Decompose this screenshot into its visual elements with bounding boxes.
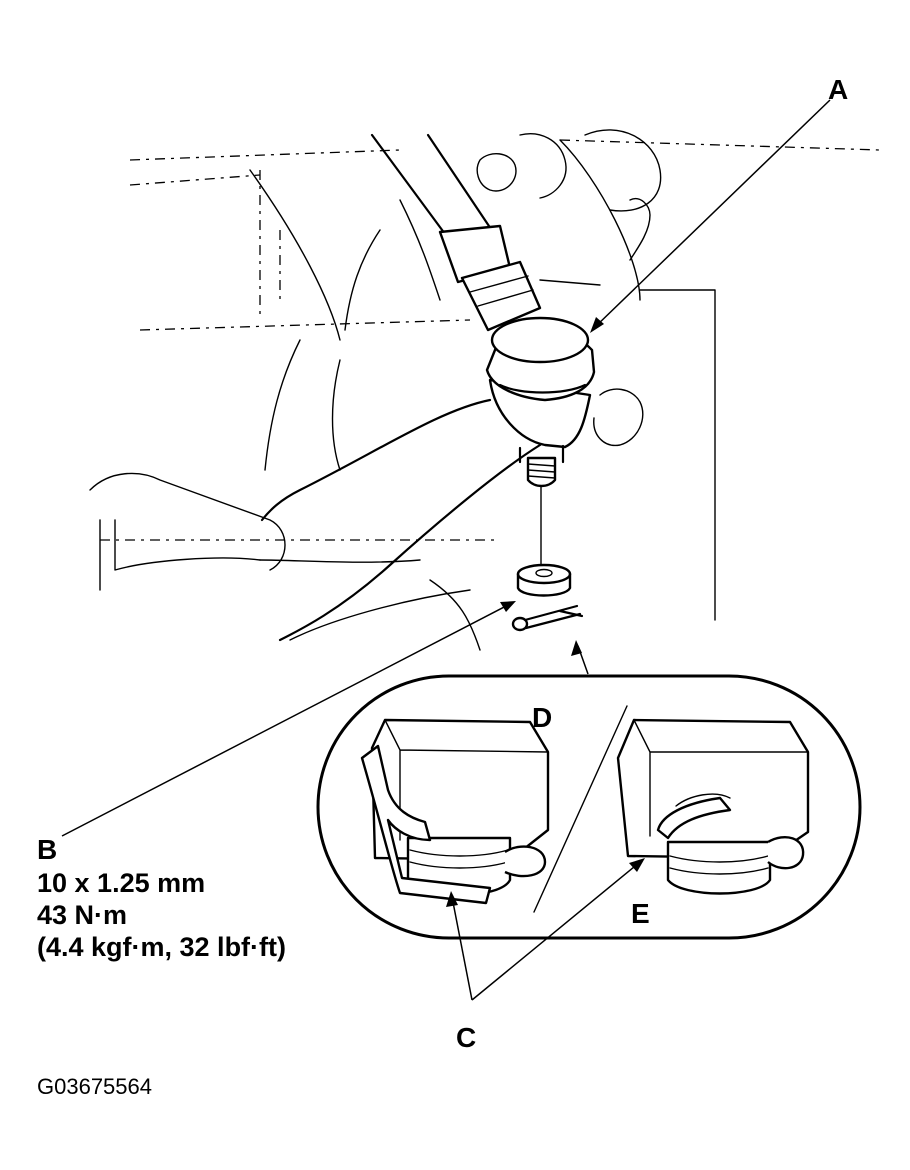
figure-code: G03675564 <box>37 1074 152 1099</box>
cotter-pin <box>511 604 584 632</box>
cotter-pin-detail-e <box>616 718 810 895</box>
thread-spec: 10 x 1.25 mm <box>37 868 206 898</box>
callout-d: D <box>532 702 553 733</box>
tie-rod-end <box>260 316 596 642</box>
torque-alt-spec: (4.4 kgf·m, 32 lbf·ft) <box>37 932 287 962</box>
callout-a: A <box>828 74 849 105</box>
torque-spec: 43 N·m <box>37 900 128 930</box>
leader-lines <box>61 99 831 1001</box>
steering-knuckle-outline <box>89 129 881 651</box>
castle-nut <box>516 485 572 597</box>
callout-e: E <box>631 898 650 929</box>
detail-inset-frame <box>316 674 862 940</box>
callout-c: C <box>456 1022 477 1053</box>
tie-rod <box>370 133 542 332</box>
callout-b: B <box>37 834 58 865</box>
cotter-pin-detail-d <box>360 718 550 905</box>
